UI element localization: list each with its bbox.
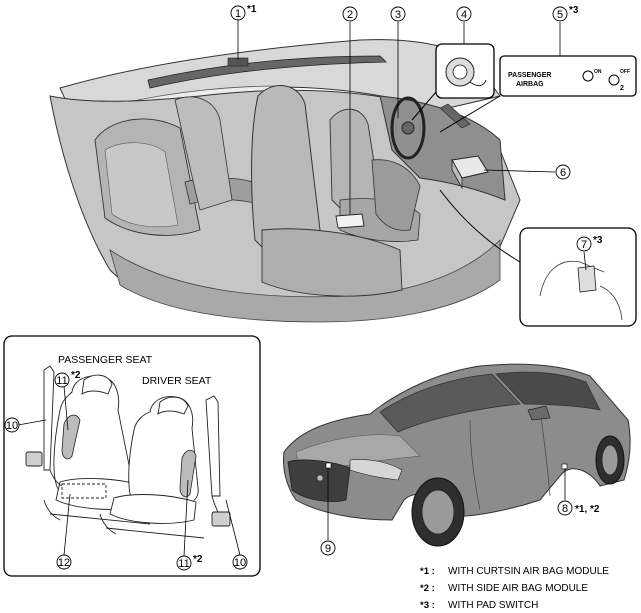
callout-3: 3 (390, 6, 406, 22)
callout-6: 6 (555, 164, 571, 180)
svg-text:6: 6 (560, 167, 566, 179)
passenger-airbag-deactivation-indicator-inset: PASSENGER AIRBAG ON OFF 2 (439, 55, 637, 133)
svg-text:3: 3 (395, 9, 401, 21)
passenger-seat-belt (25, 365, 63, 487)
svg-text:4: 4 (461, 9, 467, 21)
callout-8: 8 *1, *2 (557, 500, 600, 516)
on-label: ON (594, 69, 602, 75)
callout-11-driver: 11 *2 (176, 554, 203, 571)
top-leader-lines (237, 20, 587, 271)
passenger-airbag-label-line2: AIRBAG (516, 81, 544, 88)
svg-text:WITH PAD SWITCH: WITH PAD SWITCH (448, 600, 538, 611)
clock-spring-inset (411, 43, 495, 121)
pad-switch-inset (439, 189, 637, 327)
svg-text:*2: *2 (71, 370, 81, 381)
front-crash-sensor (325, 462, 332, 469)
svg-text:11: 11 (56, 375, 67, 387)
callout-11-passenger: 11 *2 (54, 370, 81, 388)
svg-text:9: 9 (325, 543, 331, 555)
callout-5: 5 *3 (552, 5, 579, 22)
seat-leader-lines (17, 385, 241, 557)
svg-text:7: 7 (581, 239, 587, 251)
svg-text:*2 :: *2 : (420, 583, 435, 594)
legend: *1 : WITH CURTSIN AIR BAG MODULE *2 : WI… (420, 566, 609, 611)
interior-illustration (49, 39, 521, 323)
driver-seat-belt (205, 395, 231, 527)
svg-text:8: 8 (562, 503, 568, 515)
svg-text:*3: *3 (569, 5, 579, 16)
callout-9: 9 (320, 540, 336, 556)
off-label: OFF (620, 69, 630, 75)
svg-text:*3 :: *3 : (420, 600, 435, 611)
passenger-seat-label: PASSENGER SEAT (58, 354, 153, 366)
svg-text:*1, *2: *1, *2 (575, 504, 600, 515)
svg-text:*2: *2 (193, 554, 203, 565)
seats-panel: PASSENGER SEAT DRIVER SEAT (3, 335, 261, 577)
callout-12: 12 (56, 554, 72, 570)
driver-side-airbag-module (179, 449, 197, 498)
svg-text:WITH SIDE AIR BAG MODULE: WITH SIDE AIR BAG MODULE (448, 583, 588, 594)
svg-text:5: 5 (557, 9, 563, 21)
passenger-side-airbag-module (61, 414, 81, 460)
airbag-off-icon (608, 74, 620, 86)
callout-10-left: 10 (4, 417, 20, 433)
callout-4: 4 (456, 6, 472, 22)
driver-seat-label: DRIVER SEAT (142, 375, 212, 387)
svg-text:*1: *1 (247, 4, 257, 15)
svg-text:11: 11 (178, 558, 189, 570)
exterior-car-illustration: 9 8 *1, *2 (283, 363, 631, 556)
svg-text:1: 1 (235, 8, 241, 20)
legend-item: *1 : WITH CURTSIN AIR BAG MODULE (420, 566, 609, 577)
callout-7: 7 *3 (576, 235, 603, 252)
svg-text:*1 :: *1 : (420, 566, 435, 577)
callout-2: 2 (342, 6, 358, 22)
passenger-airbag-label-line1: PASSENGER (508, 72, 551, 79)
legend-item: *2 : WITH SIDE AIR BAG MODULE (420, 583, 588, 594)
callout-1: 1 *1 (230, 4, 257, 21)
legend-item: *3 : WITH PAD SWITCH (420, 600, 538, 611)
airbag-on-icon (582, 70, 594, 82)
svg-text:10: 10 (234, 557, 246, 569)
svg-text:10: 10 (6, 420, 18, 432)
svg-text:*3: *3 (593, 235, 603, 246)
callout-10-right: 10 (232, 554, 248, 570)
svg-text:2: 2 (347, 9, 353, 21)
svg-text:WITH CURTSIN AIR BAG MODULE: WITH CURTSIN AIR BAG MODULE (448, 566, 609, 577)
sensor-module-under-seat (335, 213, 365, 229)
svg-text:12: 12 (58, 557, 70, 569)
side-crash-sensor (561, 463, 568, 470)
two-label: 2 (620, 85, 624, 92)
sas-control-module (451, 155, 489, 190)
